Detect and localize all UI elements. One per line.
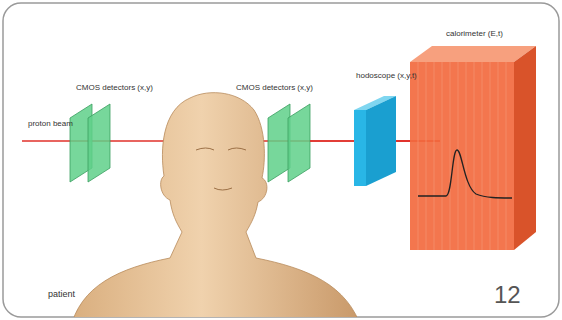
detector-label: hodoscope (x,y,t) <box>356 72 417 81</box>
beam-label: proton beam <box>28 120 73 129</box>
cmos-detector-pair <box>268 104 310 182</box>
detector-label: calorimeter (E,t) <box>446 30 503 39</box>
calorimeter-block <box>410 46 536 250</box>
detector-label: CMOS detectors (x,y) <box>236 84 313 93</box>
hodoscope-block <box>354 96 396 186</box>
patient-figure <box>70 93 362 317</box>
patient-label: patient <box>48 290 75 300</box>
slide-number: 12 <box>494 282 521 308</box>
detector-label: CMOS detectors (x,y) <box>76 84 153 93</box>
cmos-detector-pair <box>70 104 110 182</box>
signal-curve <box>418 150 512 198</box>
